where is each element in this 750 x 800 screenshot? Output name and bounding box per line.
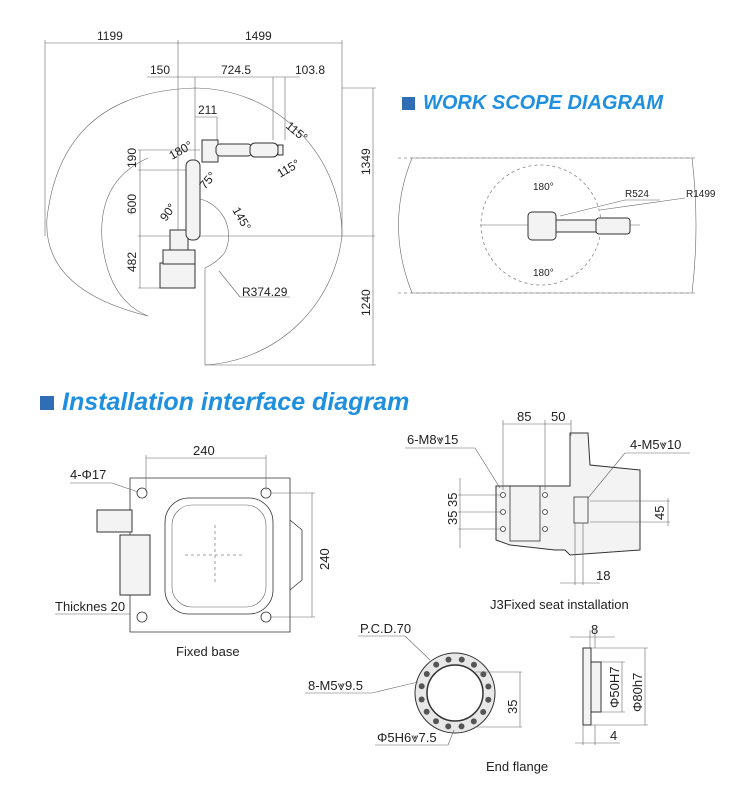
- work-scope-top-view: 180° 180° R524 R1499: [398, 157, 716, 294]
- flange-bolt-hole: [485, 696, 492, 703]
- dim-1499: 1499: [245, 29, 272, 43]
- fixed-base-caption: Fixed base: [176, 644, 240, 659]
- flange-bolt-hole: [445, 723, 452, 730]
- flange-bolt-hole: [480, 671, 487, 678]
- angle-180-bottom: 180°: [533, 268, 554, 279]
- flange-bolt-hole: [433, 718, 440, 725]
- robot-arm-side: [159, 139, 284, 289]
- min-radius-arc: [194, 197, 229, 365]
- dim-240-width: 240: [193, 443, 215, 458]
- dim-211: 211: [198, 103, 217, 117]
- dim-50: 50: [551, 409, 565, 424]
- side-dimension-labels: 1199 1499 150 724.5 103.8 211 190 600 48…: [97, 29, 373, 316]
- dim-482: 482: [125, 252, 139, 272]
- flange-bolt-hole: [485, 683, 492, 690]
- end-flange-drawing: P.C.D.70 8-M5⩔9.5 Φ5H6⩔7.5 35 8 Φ50H7 Φ8…: [305, 621, 648, 774]
- dim-724-5: 724.5: [221, 63, 251, 77]
- robot-top: [527, 211, 631, 241]
- dim-190: 190: [125, 148, 139, 168]
- dim-1349: 1349: [359, 148, 373, 175]
- radius-r524: R524: [625, 189, 649, 200]
- j3-seat-drawing: 85 50 35 35 45 18 6-M8⩔15 4-M5⩔10 J3Fixe…: [405, 409, 690, 612]
- work-scope-heading: WORK SCOPE DIAGRAM: [402, 92, 663, 115]
- radius-r1499: R1499: [686, 189, 716, 200]
- dim-103-8: 103.8: [295, 63, 325, 77]
- dim-8: 8: [591, 622, 598, 637]
- inner-reach-arc: [101, 157, 149, 317]
- bullet-square-icon: [40, 395, 54, 410]
- dim-45: 45: [652, 506, 667, 520]
- pcd-70-label: P.C.D.70: [360, 621, 411, 636]
- dim-600: 600: [125, 194, 139, 214]
- dimension-lines: [44, 40, 376, 366]
- installation-title: Installation interface diagram: [62, 388, 410, 416]
- pin-hole-phi5: Φ5H6⩔7.5: [377, 730, 437, 745]
- flange-bolt-hole: [458, 723, 465, 730]
- angle-115-bottom: 115°: [275, 156, 303, 180]
- dim-phi50h7: Φ50H7: [607, 667, 622, 708]
- flange-bolt-hole: [470, 718, 477, 725]
- flange-bolt-hole: [433, 661, 440, 668]
- dim-35-upper: 35: [445, 493, 460, 507]
- flange-bolt-hole: [445, 656, 452, 663]
- dim-4: 4: [610, 728, 617, 743]
- radius-r374-29: R374.29: [242, 285, 288, 299]
- dim-85: 85: [517, 409, 531, 424]
- holes-8-m5: 8-M5⩔9.5: [308, 678, 363, 693]
- dim-1240: 1240: [359, 289, 373, 316]
- flange-bolt-hole: [418, 696, 425, 703]
- dim-1199: 1199: [97, 29, 123, 43]
- flange-bolt-hole: [418, 683, 425, 690]
- dim-150: 150: [150, 63, 170, 77]
- holes-6-m8: 6-M8⩔15: [407, 432, 458, 447]
- flange-bore: [426, 664, 484, 722]
- work-scope-title: WORK SCOPE DIAGRAM: [423, 92, 663, 114]
- angle-180: 180°: [167, 138, 196, 163]
- dim-240-height: 240: [317, 548, 332, 570]
- installation-heading: Installation interface diagram: [40, 388, 409, 417]
- end-flange-caption: End flange: [486, 759, 548, 774]
- angle-115-top: 115°: [283, 119, 310, 145]
- bullet-square-icon: [402, 97, 415, 110]
- dim-35-flange: 35: [505, 700, 520, 714]
- dim-18: 18: [596, 568, 610, 583]
- angle-90: 90°: [157, 201, 179, 224]
- flange-bolt-hole: [423, 708, 430, 715]
- work-scope-side-view: 1199 1499 150 724.5 103.8 211 190 600 48…: [44, 29, 376, 366]
- angle-145: 145°: [229, 205, 254, 234]
- outer-reach-arc: [46, 87, 343, 366]
- flange-bolt-hole: [423, 671, 430, 678]
- flange-bolt-hole: [470, 661, 477, 668]
- angle-180-top: 180°: [533, 182, 554, 193]
- dim-35-lower: 35: [445, 511, 460, 525]
- dim-phi80h7: Φ80h7: [630, 673, 645, 712]
- j3-seat-caption: J3Fixed seat installation: [490, 597, 629, 612]
- flange-bolt-hole: [480, 708, 487, 715]
- thickness-label: Thicknes 20: [55, 599, 125, 614]
- holes-4-m5: 4-M5⩔10: [630, 437, 681, 452]
- flange-bolt-hole: [458, 656, 465, 663]
- fixed-base-drawing: 240 240 4-Φ17 Thicknes 20 Fixed base: [55, 443, 332, 659]
- holes-4-phi17: 4-Φ17: [70, 467, 106, 482]
